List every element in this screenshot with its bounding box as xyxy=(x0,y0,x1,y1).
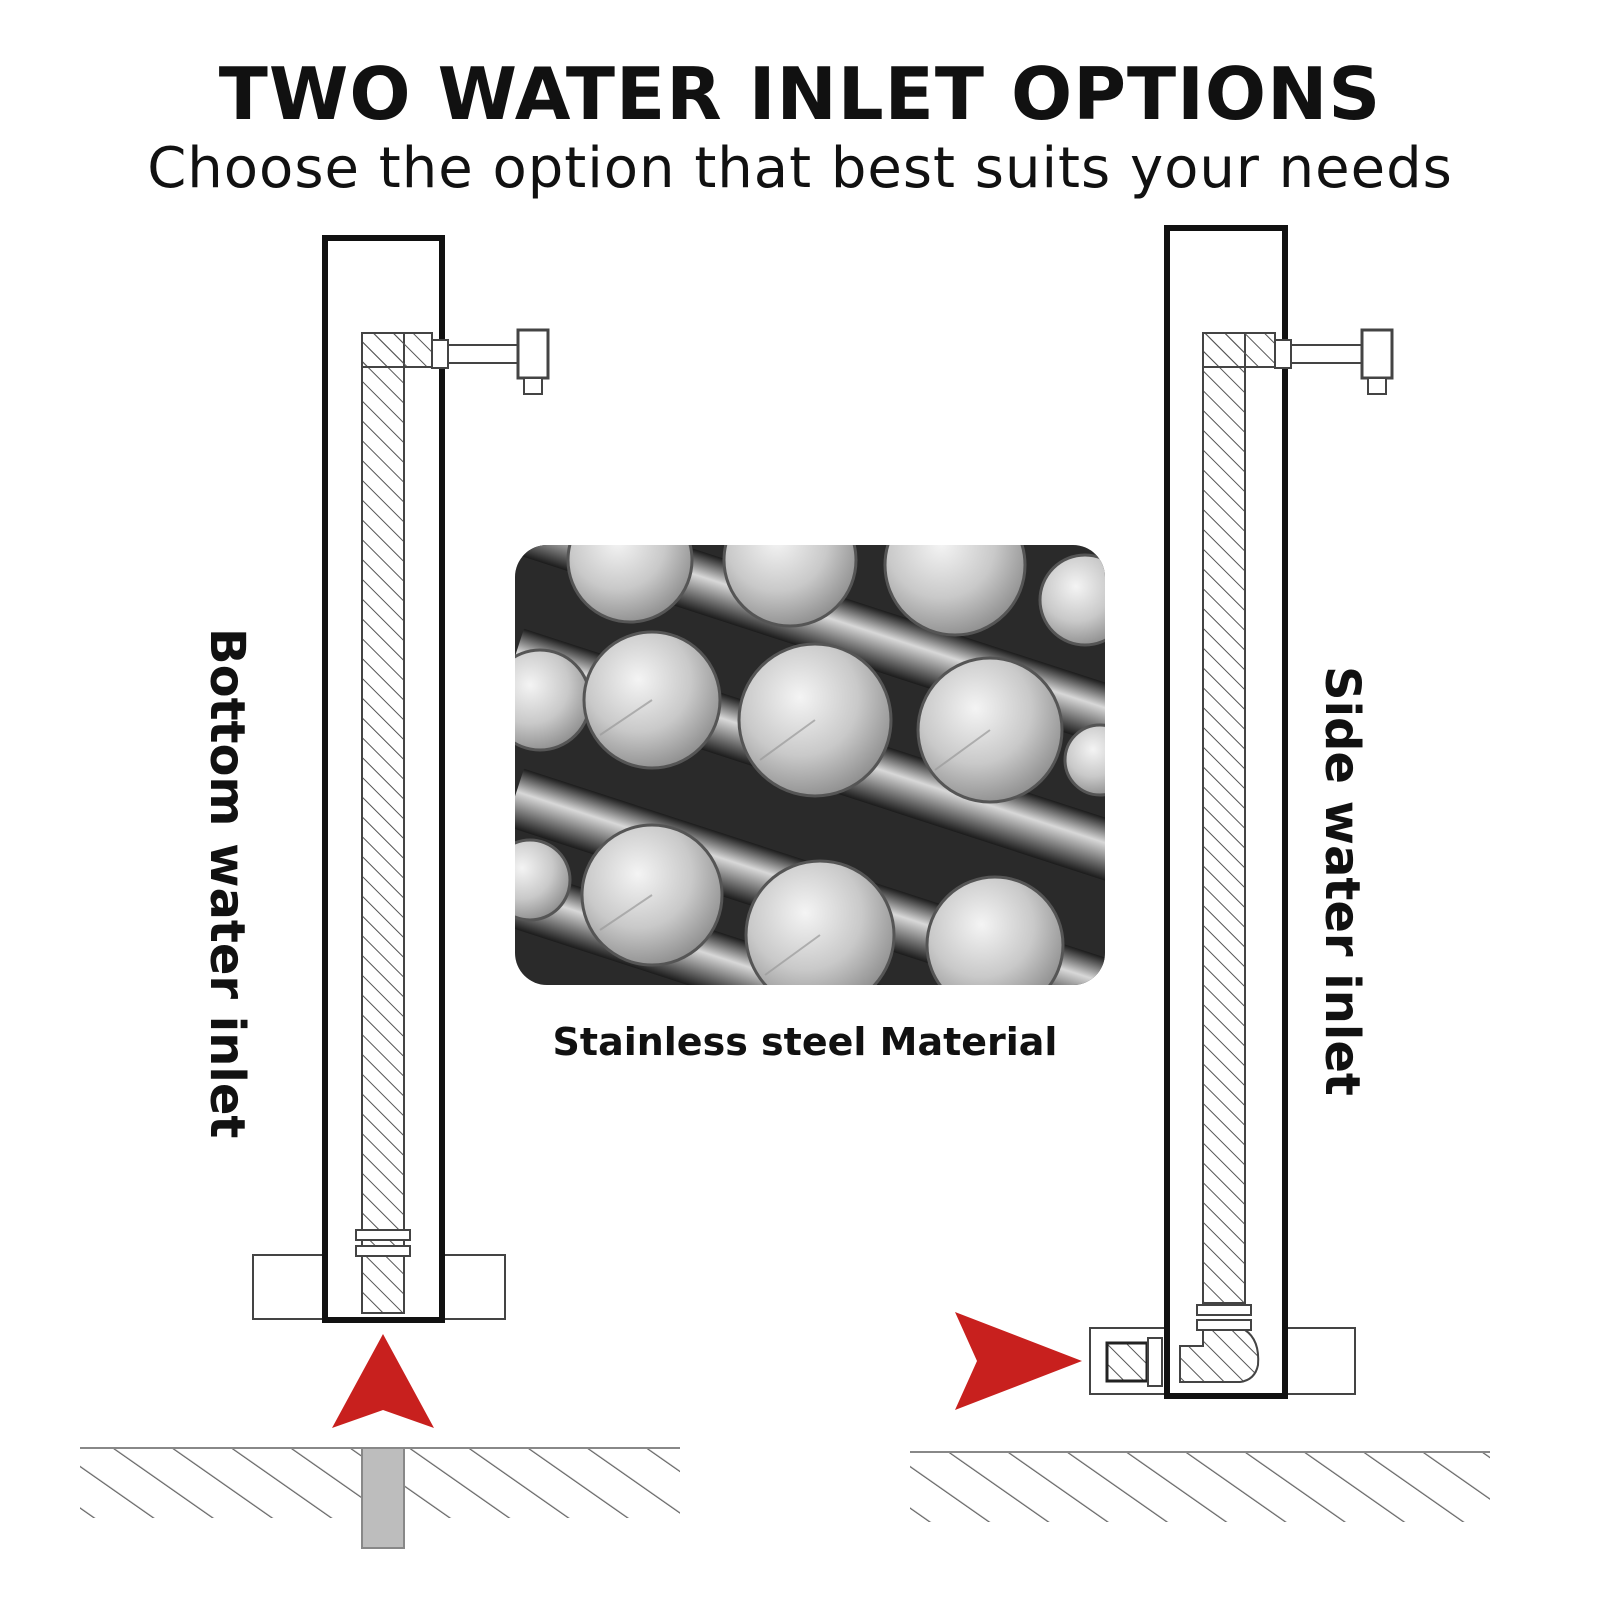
left-supply-pipe xyxy=(361,1447,405,1549)
left-inner-pipe xyxy=(361,332,405,1314)
left-faucet xyxy=(431,328,550,395)
side-inlet-diagram xyxy=(910,225,1490,1522)
bottom-inlet-label: Bottom water inlet xyxy=(199,628,255,1139)
material-caption: Stainless steel Material xyxy=(552,1020,1058,1064)
inlet-arrow-right-icon xyxy=(955,1312,1082,1410)
right-inner-pipe xyxy=(1202,332,1246,1304)
inlet-arrow-up-icon xyxy=(332,1334,434,1428)
right-ground xyxy=(910,1452,1490,1522)
steel-material-image xyxy=(515,545,1105,985)
right-faucet xyxy=(1274,328,1394,395)
page-title: TWO WATER INLET OPTIONS xyxy=(218,52,1382,136)
side-inlet-label: Side water inlet xyxy=(1314,666,1370,1096)
bottom-inlet-diagram xyxy=(80,235,680,1549)
right-elbow-pipe xyxy=(1179,1329,1260,1383)
page-subtitle: Choose the option that best suits your n… xyxy=(147,136,1453,201)
